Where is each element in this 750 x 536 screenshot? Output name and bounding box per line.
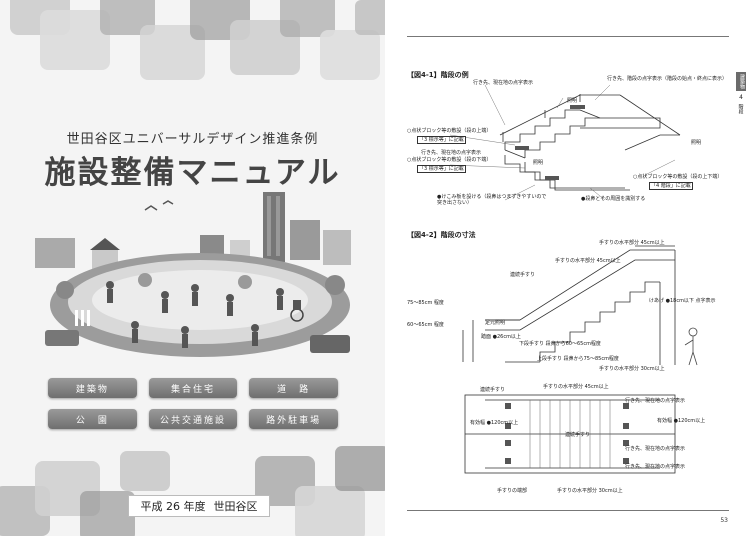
fig1-annotation-9: 「3 標示等」に記載: [417, 165, 466, 173]
fig2-annotation-6: 足元照明: [485, 320, 506, 326]
town-illustration: [35, 192, 351, 357]
fig2-annotation-14: 行き先、現在地の点字表示: [625, 398, 686, 404]
category-button-buildings[interactable]: 建築物: [48, 378, 137, 398]
cover-title: 施設整備マニュアル: [44, 155, 341, 191]
figure-4-2-label: 【図4-2】階段の寸法: [407, 231, 476, 239]
fig2-annotation-13: 手すりの水平部分 45cm以上: [543, 384, 609, 390]
fig2-annotation-2: 手すりの水平部分 45cm以上: [555, 258, 621, 264]
side-tab-number: 4: [739, 94, 743, 101]
footer-publisher: 世田谷区: [213, 500, 258, 513]
fig1-annotation-7: 行き先、現在地の点字表示: [421, 150, 482, 156]
category-buttons: 建築物 集合住宅 道 路 公 園 公共交通施設 路外駐車場: [48, 378, 338, 429]
chapter-side-tab: 建築物 4 階段: [736, 72, 746, 114]
category-button-housing[interactable]: 集合住宅: [148, 378, 238, 398]
figure-4-1-stairs-drawing: [449, 84, 681, 201]
fig2-annotation-9: 上段手すり 段鼻から75～85cm程度: [537, 356, 619, 362]
category-button-parking[interactable]: 路外駐車場: [249, 409, 338, 429]
fig1-annotation-12: 「4 階段」に記載: [649, 182, 693, 190]
figure-4-1-label: 【図4-1】階段の例: [407, 71, 469, 79]
fig1-annotation-6: 「3 標示等」に記載: [417, 136, 466, 144]
cover-page: 世田谷区ユニバーサルデザイン推進条例 施設整備マニュアル: [0, 0, 385, 536]
cover-footer: 平成 26 年度 世田谷区: [128, 495, 270, 517]
fig1-annotation-10: 照明: [533, 160, 544, 166]
fig2-annotation-8: 下段手すり 段鼻から60～65cm程度: [519, 341, 601, 347]
footer-year: 平成 26 年度: [140, 500, 206, 513]
fig1-annotation-13: ●けこみ板を設ける（段鼻はつまずきやすいので突き出さない）: [437, 194, 547, 206]
fig2-annotation-4: 75～85cm 程度: [407, 300, 444, 306]
fig2-annotation-18: 行き先、現在地の点字表示: [625, 446, 686, 452]
fig2-annotation-10: けあげ ●18cm以下 点字表示: [649, 298, 716, 304]
fig2-annotation-20: 手すりの端部: [497, 488, 528, 494]
side-tab-name: 階段: [737, 104, 744, 114]
side-tab-category: 建築物: [736, 72, 746, 91]
decorative-squares-top: [10, 0, 385, 80]
fig2-annotation-11: 手すりの水平部分 30cm以上: [599, 366, 665, 372]
cover-subtitle: 世田谷区ユニバーサルデザイン推進条例: [66, 132, 319, 147]
fig2-annotation-3: 連続手すり: [510, 272, 536, 278]
fig1-annotation-8: ○点状ブロック等の敷設（段の下端）: [407, 157, 492, 163]
fig2-annotation-12: 連続手すり: [480, 387, 506, 393]
fig1-annotation-2: 行き先、階段の点字表示（階段の始点・終点に表示）: [607, 76, 728, 82]
fig1-annotation-3: 照明: [567, 98, 578, 104]
figure-4-2-stairs-dimension-drawing: [462, 245, 698, 474]
fig2-annotation-21: 手すりの水平部分 30cm以上: [557, 488, 623, 494]
fig1-annotation-4: 照明: [691, 140, 702, 146]
category-button-roads[interactable]: 道 路: [249, 378, 338, 398]
fig2-annotation-16: 有効幅 ●120cm以上: [657, 418, 706, 424]
top-rule: [407, 36, 729, 37]
category-button-parks[interactable]: 公 園: [48, 409, 137, 429]
fig2-annotation-15: 有効幅 ●120cm以上: [470, 420, 519, 426]
fig1-annotation-11: ○点状ブロック等の敷設（段の上下端）: [633, 174, 723, 180]
page-number: 53: [720, 517, 728, 524]
bottom-rule: [407, 510, 729, 511]
fig1-annotation-14: ●段鼻とその周囲を識別する: [581, 196, 646, 202]
manual-page: 【図4-1】階段の例: [385, 0, 750, 536]
fig2-annotation-7: 踏面 ●26cm以上: [481, 334, 521, 340]
fig2-annotation-19: 行き先、現在地の点字表示: [625, 464, 686, 470]
decorative-squares-bottom: [0, 446, 385, 536]
fig1-annotation-5: ○点状ブロック等の敷設（段の上端）: [407, 128, 492, 134]
fig2-annotation-5: 60～65cm 程度: [407, 322, 444, 328]
fig2-annotation-1: 手すりの水平部分 45cm以上: [599, 240, 665, 246]
category-button-public-transport[interactable]: 公共交通施設: [148, 409, 238, 429]
fig2-annotation-17: 連続手すり: [565, 432, 591, 438]
fig1-annotation-1: 行き先、現在地の点字表示: [473, 80, 534, 86]
